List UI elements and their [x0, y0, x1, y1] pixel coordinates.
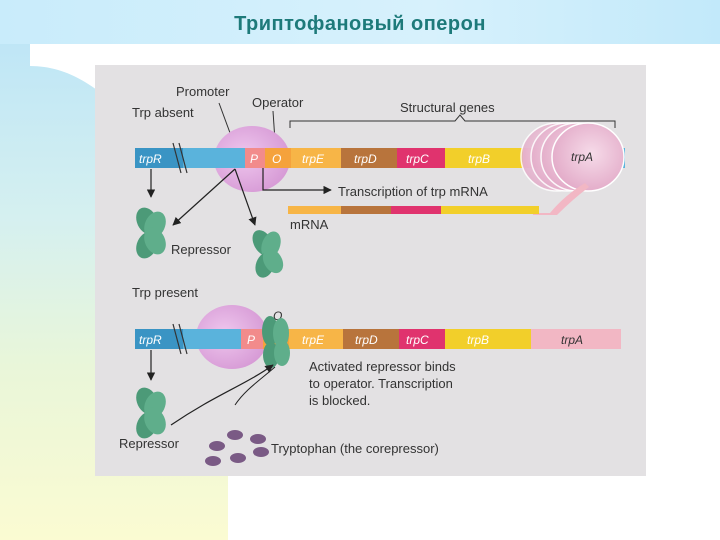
bound-repressor	[262, 316, 290, 368]
mrna-segment-trpE	[288, 206, 341, 214]
slide-title: Триптофановый оперон	[234, 13, 486, 35]
bottom-gene-trpA	[531, 329, 621, 349]
promoter-label: Promoter	[176, 84, 230, 99]
bottom-condition-label: Trp present	[132, 285, 198, 300]
bottom-operator-label: O	[273, 309, 282, 323]
top-gene-trpC-label: trpC	[406, 152, 429, 166]
transcription-label: Transcription of trp mRNA	[338, 184, 488, 199]
rnap-stack-4	[551, 122, 625, 192]
mrna-segment-trpC	[391, 206, 441, 214]
mrna-segment-trpD	[341, 206, 391, 214]
bottom-gene-trpA-label: trpA	[561, 333, 583, 347]
top-gene-trpB-label: trpB	[468, 152, 490, 166]
top-gene-trpE-label: trpE	[302, 152, 325, 166]
top-gene-trpE	[291, 148, 341, 168]
repressor-protein-bottom-left	[136, 387, 166, 439]
bottom-gene-trpR	[135, 329, 183, 349]
structural-genes-bracket	[289, 114, 616, 128]
corepressor-arrow	[234, 366, 276, 406]
top-gene-trpR-label: trpR	[139, 152, 162, 166]
top-gene-trpD	[341, 148, 397, 168]
bottom-gene-trpC	[399, 329, 445, 349]
title-bar	[0, 0, 720, 44]
bottom-break-mark-2	[178, 323, 188, 355]
bottom-gene-trpE-label: trpE	[302, 333, 325, 347]
top-promoter-letter: P	[250, 152, 258, 166]
blocked-note-line2: to operator. Transcription	[309, 376, 453, 391]
bottom-gene-trpB-label: trpB	[467, 333, 489, 347]
blocked-note-line1: Activated repressor binds	[309, 359, 456, 374]
bottom-gene-trpD	[343, 329, 399, 349]
bottom-promoter-letter: P	[247, 333, 255, 347]
bottom-gene-trpC-label: trpC	[406, 333, 429, 347]
repressor-arrow-left	[172, 168, 236, 226]
top-gene-trpA-label: trpA	[571, 150, 593, 164]
bottom-promoter-segment	[241, 329, 263, 349]
top-break-mark-2	[178, 142, 188, 174]
mrna-label: mRNA	[290, 217, 329, 232]
top-break-mark-1	[172, 142, 182, 174]
top-operator-letter: O	[272, 152, 281, 166]
bottom-break-mark-1	[172, 323, 182, 355]
mrna-tail	[533, 183, 589, 215]
tryptophan-label: Tryptophan (the corepressor)	[271, 441, 439, 456]
bottom-gene-trpD-label: trpD	[355, 333, 378, 347]
repressor-label-top: Repressor	[171, 242, 232, 257]
top-operator-segment	[265, 148, 291, 168]
repressor-binding-arrow	[170, 364, 274, 426]
blocked-note-line3: is blocked.	[309, 393, 370, 408]
mrna-segment-trpB	[441, 206, 539, 214]
structural-genes-label: Structural genes	[400, 100, 495, 115]
repressor-protein-top-right	[252, 230, 284, 278]
repressor-label-bottom: Repressor	[119, 436, 180, 451]
bottom-gene-trpE	[289, 329, 343, 349]
top-promoter-segment	[245, 148, 265, 168]
operator-label: Operator	[252, 95, 304, 110]
trp-operon-figure: Trp absent Promoter Operator Structural …	[95, 65, 646, 476]
top-condition-label: Trp absent	[132, 105, 194, 120]
top-gene-trpB	[445, 148, 523, 168]
top-gene-trpC	[397, 148, 445, 168]
repressor-protein-top-left	[136, 207, 166, 259]
bottom-gene-trpB	[445, 329, 531, 349]
transcription-arrow	[262, 168, 332, 195]
top-gene-trpR	[135, 148, 183, 168]
bottom-gene-trpR-label: trpR	[139, 333, 162, 347]
trp-operon-diagram: Trp absent Promoter Operator Structural …	[119, 84, 625, 466]
tryptophan-molecules	[205, 430, 269, 466]
top-gene-trpD-label: trpD	[354, 152, 377, 166]
repressor-arrow-right	[234, 168, 257, 226]
